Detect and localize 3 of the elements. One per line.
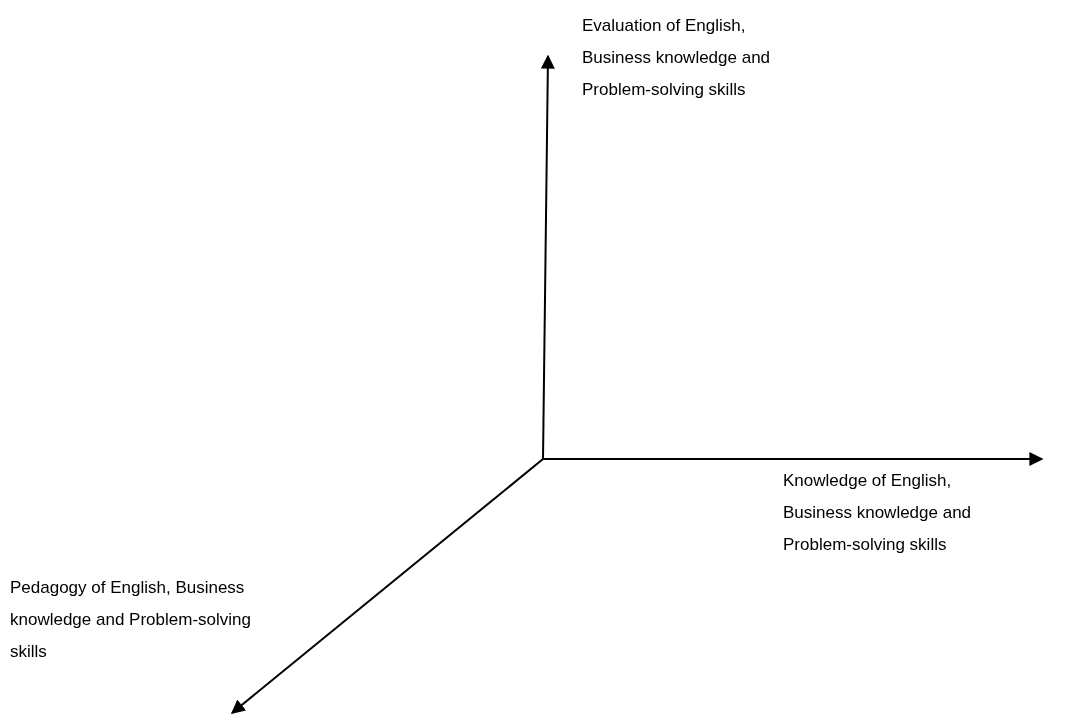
axis-label: Pedagogy of English, Business knowledge and Problem-solving skills	[10, 577, 252, 663]
axis-label: Knowledge of English, Business knowledge and Problem-solving skills	[783, 470, 973, 556]
axis-label: Evaluation of English, Business knowledge and Problem-solving skills	[582, 15, 772, 101]
